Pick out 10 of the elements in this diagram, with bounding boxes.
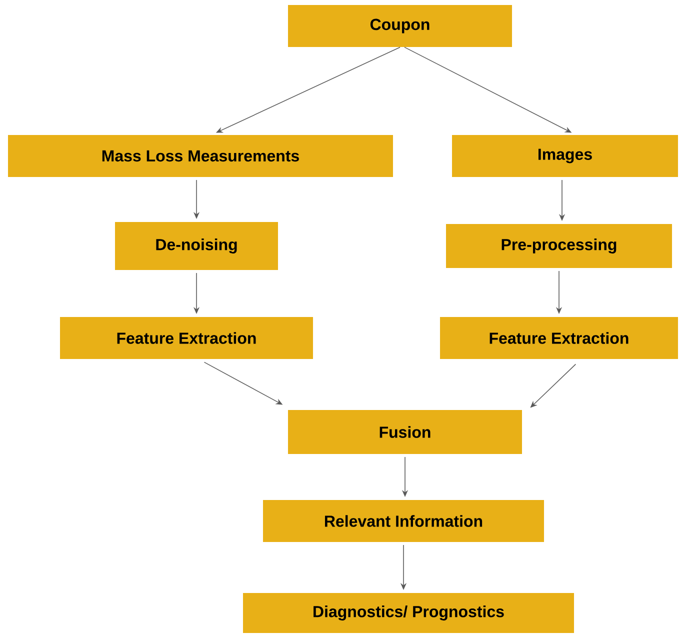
process-box: Mass Loss Measurements xyxy=(8,135,393,177)
process-box: Diagnostics/ Prognostics xyxy=(243,593,574,633)
process-box: Fusion xyxy=(288,410,522,454)
process-box: De-noising xyxy=(115,222,278,270)
process-box: Images xyxy=(452,135,678,177)
process-box: Coupon xyxy=(288,5,512,47)
process-box: Feature Extraction xyxy=(440,317,678,359)
process-box: Feature Extraction xyxy=(60,317,313,359)
process-box: Relevant Information xyxy=(263,500,544,542)
process-box: Pre-processing xyxy=(446,224,672,268)
